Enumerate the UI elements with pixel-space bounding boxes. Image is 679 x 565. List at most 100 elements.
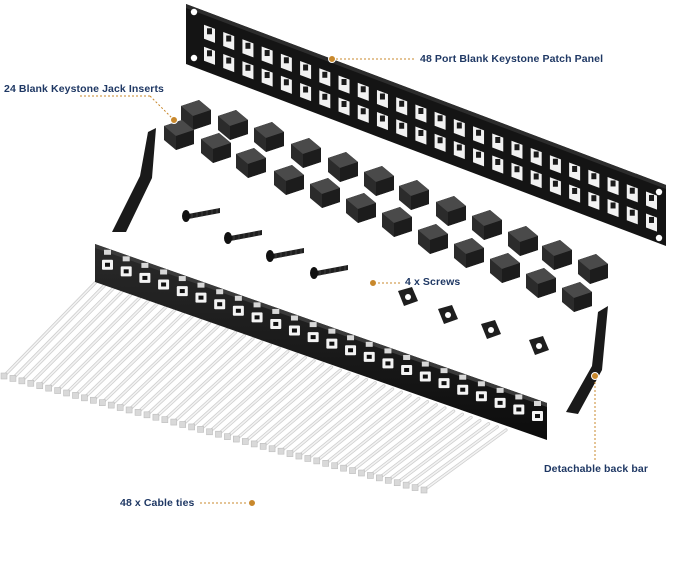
panel-port-latch	[572, 165, 578, 172]
panel-port-latch	[418, 129, 424, 136]
panel-port-latch	[456, 122, 462, 129]
back-bar-upper-slot	[197, 282, 205, 288]
cable-tie-head	[134, 409, 142, 416]
screw	[310, 265, 348, 279]
panel-port-latch	[591, 173, 597, 180]
panel-port-latch	[399, 100, 405, 107]
back-bar-slot-notch	[198, 295, 204, 300]
cable-tie-head	[313, 457, 321, 465]
cable-tie-highlight	[137, 328, 228, 414]
panel-port-latch	[341, 79, 347, 86]
label-screws: 4 x Screws	[405, 276, 461, 288]
back-bar-upper-slot	[104, 249, 111, 255]
jack-insert-top	[436, 196, 466, 212]
cable-tie	[411, 425, 499, 491]
cable-tie-highlight	[289, 381, 376, 455]
cable-tie-highlight	[342, 400, 429, 469]
cable-tie-head	[241, 438, 249, 445]
back-bar-upper-slot	[309, 322, 317, 328]
cable-tie-highlight	[119, 322, 211, 409]
cable-tie-head	[233, 435, 240, 443]
cable-tie	[134, 327, 229, 416]
cable-tie-head	[277, 447, 285, 455]
screw-head	[310, 267, 318, 279]
back-bar-right-bracket	[566, 306, 608, 414]
panel-port-latch	[418, 107, 424, 114]
cable-tie	[72, 305, 168, 399]
cable-tie	[9, 283, 107, 382]
back-bar-slot-notch	[441, 381, 447, 386]
back-bar-slot-notch	[385, 361, 391, 366]
cable-tie-head	[63, 389, 70, 397]
panel-port-latch	[649, 216, 654, 223]
cable-tie-head	[411, 484, 419, 491]
cable-tie-highlight	[396, 419, 481, 484]
cable-tie	[90, 311, 185, 404]
cable-tie-highlight	[83, 309, 176, 399]
jack-insert-side	[176, 130, 194, 150]
panel-port-latch	[226, 35, 232, 42]
jack-insert	[526, 268, 556, 298]
panel-mount-hole	[190, 8, 198, 16]
cable-tie-highlight	[217, 356, 307, 436]
panel-port-latch	[572, 187, 578, 194]
callout-back-bar	[591, 372, 599, 460]
jack-insert	[218, 110, 248, 140]
panel-mount-hole	[190, 54, 198, 62]
jack-insert-side	[484, 220, 502, 240]
cable-tie-head	[98, 399, 106, 406]
cable-tie-head	[295, 452, 303, 460]
back-bar-slot-notch	[404, 367, 410, 372]
jack-insert-top	[526, 268, 556, 284]
panel-port-latch	[610, 202, 616, 209]
jack-insert-top	[508, 226, 538, 242]
cable-tie	[349, 403, 438, 474]
cable-tie-highlight	[387, 416, 472, 482]
panel-port-latch	[379, 93, 385, 100]
cable-tie-highlight	[360, 407, 446, 474]
callout-screws	[369, 279, 402, 287]
cable-tie-highlight	[423, 429, 507, 491]
cable-tie-head	[18, 377, 26, 385]
cable-tie	[286, 381, 377, 457]
panel-port-latch	[360, 86, 366, 93]
cable-tie	[215, 355, 307, 438]
panel-port-latch	[379, 115, 385, 122]
back-bar-body	[95, 244, 547, 440]
cable-tie-head	[125, 406, 133, 414]
panel-port-latch	[283, 57, 289, 64]
back-bar-slot-notch	[291, 328, 297, 333]
back-bar-left-bracket	[112, 128, 156, 232]
jack-inserts	[164, 100, 608, 312]
cable-tie-head	[9, 375, 17, 382]
screw-shaft	[188, 208, 220, 219]
back-bar-slot-notch	[179, 289, 185, 294]
jack-insert-top	[310, 178, 340, 194]
cable-tie-highlight	[244, 366, 333, 443]
cable-tie-highlight	[74, 306, 167, 397]
back-bar-upper-slot	[141, 262, 149, 268]
jack-insert-top	[164, 120, 194, 136]
back-bar-slot-notch	[254, 315, 260, 320]
label-jack-inserts: 24 Blank Keystone Jack Inserts	[4, 83, 164, 95]
cable-tie-highlight	[414, 426, 499, 489]
jack-insert	[236, 148, 266, 178]
cable-tie-highlight	[30, 290, 123, 385]
back-bar-upper-slot	[534, 401, 541, 407]
cable-tie-highlight	[226, 359, 315, 438]
back-bar-upper-slot	[496, 387, 504, 393]
cage-nut	[529, 336, 549, 355]
cable-tie-highlight	[333, 397, 420, 467]
cable-tie	[63, 302, 159, 397]
panel-port-latch	[649, 194, 654, 201]
jack-insert-top	[218, 110, 248, 126]
panel-port-latch	[303, 64, 309, 71]
back-bar-upper-slot	[234, 295, 242, 301]
back-bar-upper-slot	[328, 328, 336, 334]
jack-insert-side	[358, 203, 376, 223]
jack-insert-side	[213, 143, 231, 163]
cable-tie-head	[0, 372, 8, 380]
cable-tie	[268, 374, 360, 453]
jack-insert-side	[266, 132, 284, 152]
jack-insert	[274, 165, 304, 195]
